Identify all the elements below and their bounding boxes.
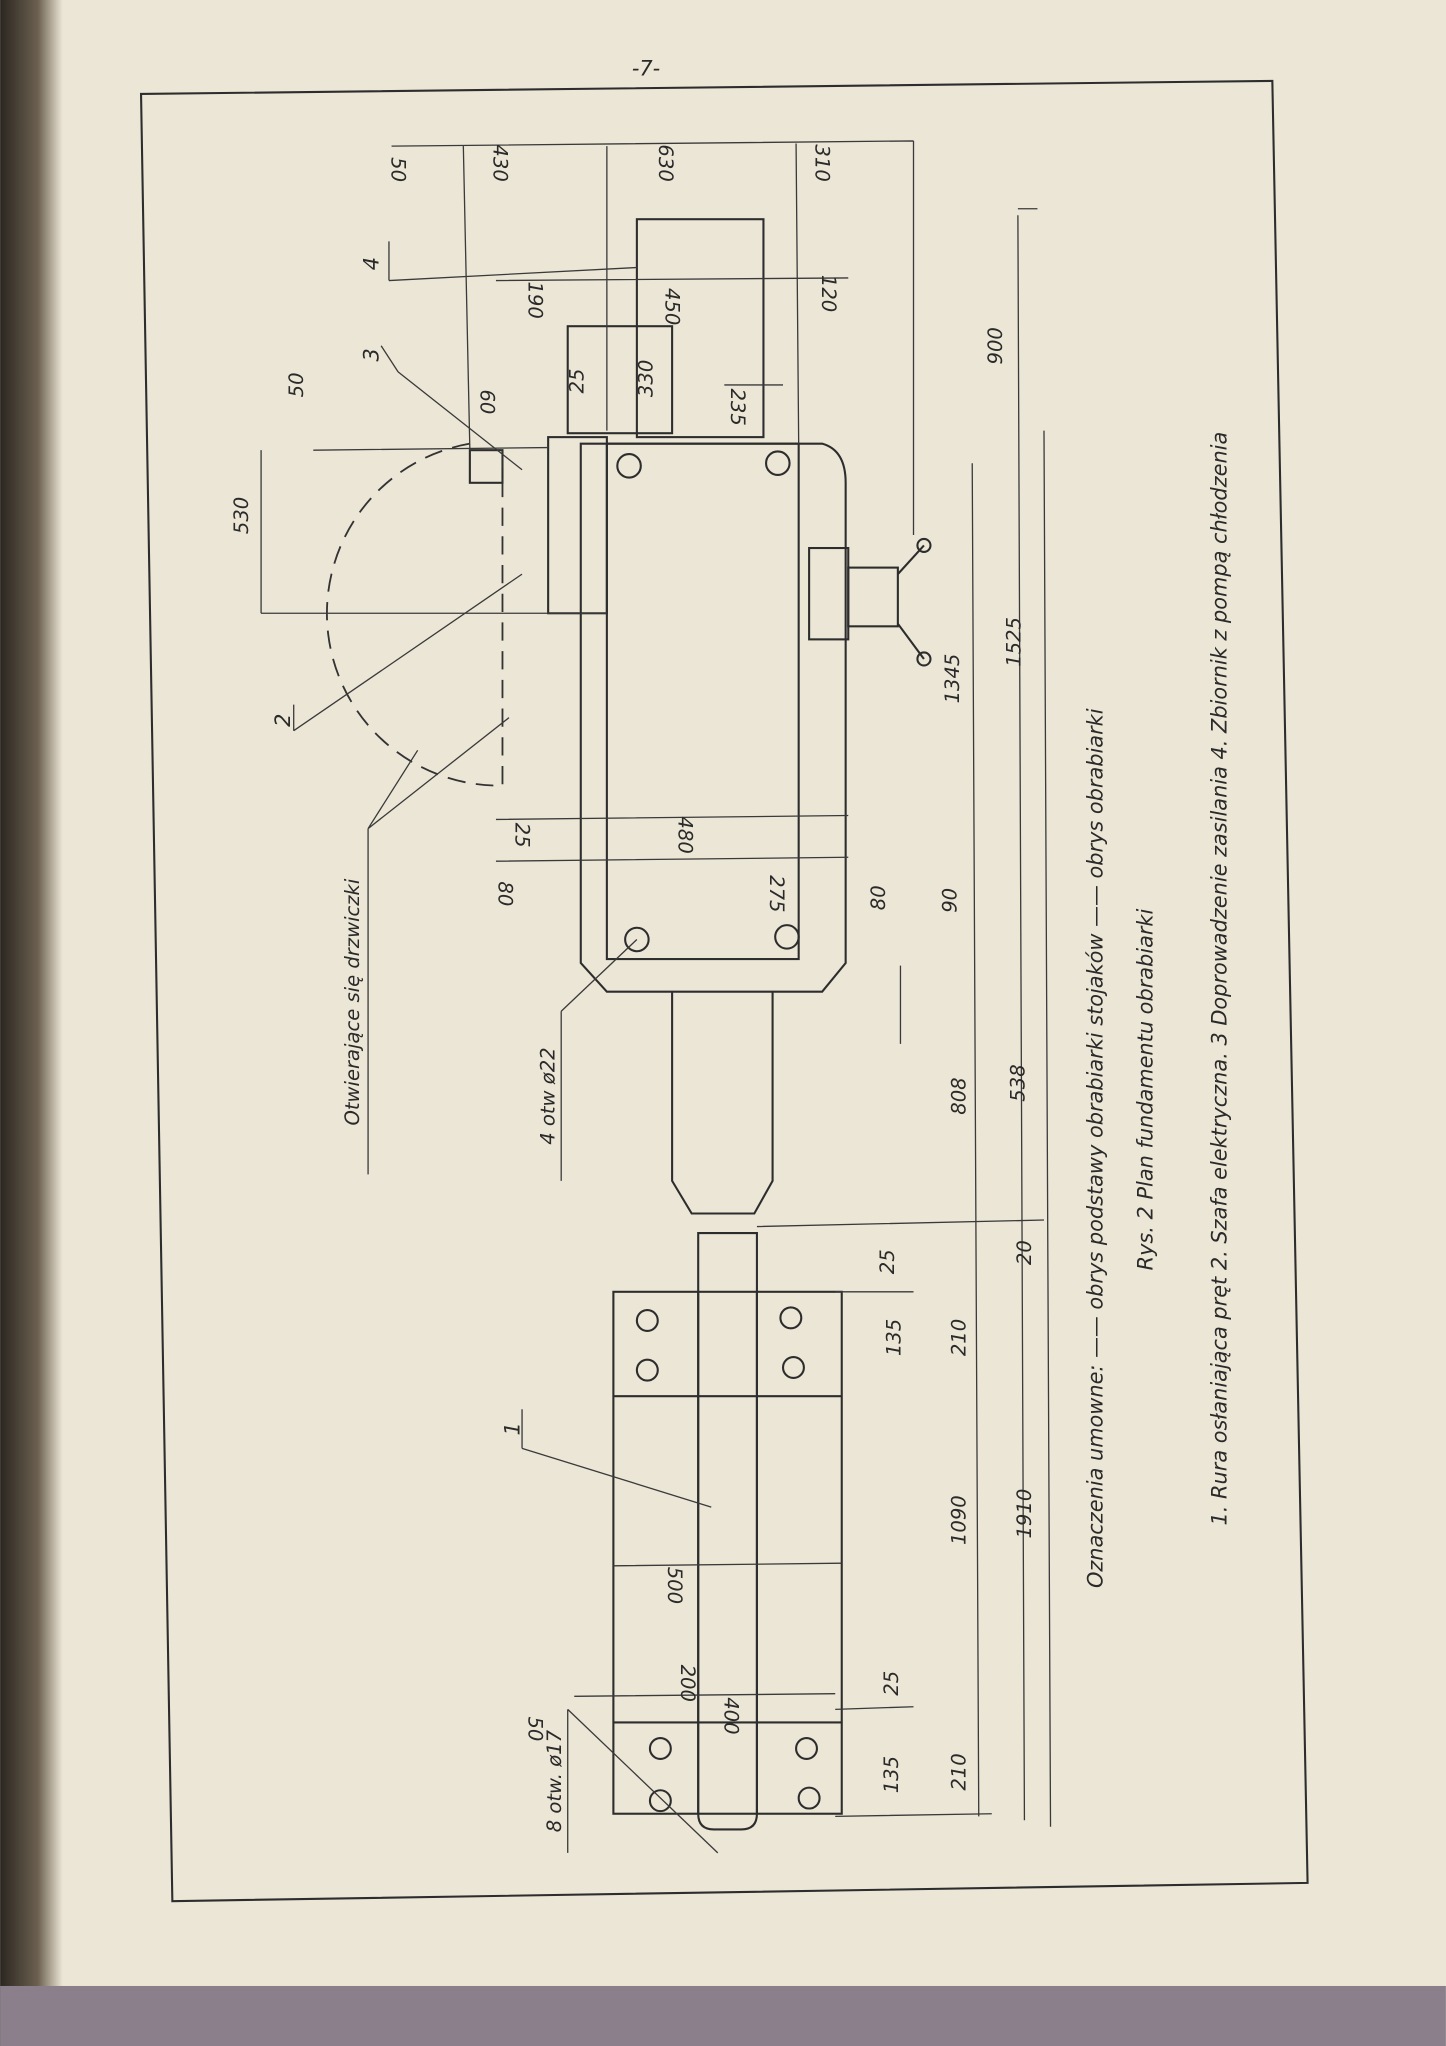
dimension-label: 900 bbox=[984, 327, 1007, 364]
dimension-label: 400 bbox=[719, 1697, 742, 1734]
dimension-label: 50 bbox=[387, 157, 410, 182]
dimension-label: 25 bbox=[511, 823, 534, 848]
legend-line: Oznaczenia umowne: —— obrys podstawy obr… bbox=[1084, 708, 1108, 1588]
dimension-label: 25 bbox=[565, 369, 588, 394]
anchor-holes-22 bbox=[616, 450, 800, 953]
holes-22-label: 4 otw ø22 bbox=[537, 1047, 560, 1144]
dimension-label: 1090 bbox=[948, 1495, 971, 1545]
dimension-label: 25 bbox=[876, 1249, 899, 1274]
leader-lines bbox=[293, 241, 719, 1854]
dimension-label: 1345 bbox=[941, 654, 964, 704]
dimension-label: 1910 bbox=[1013, 1489, 1036, 1539]
dimension-label: 200 bbox=[676, 1665, 699, 1702]
holes-17-label: 8 otw. ø17 bbox=[543, 1729, 566, 1832]
machine-outline bbox=[468, 218, 932, 1215]
dimension-label: 630 bbox=[654, 144, 677, 181]
dimension-label: 430 bbox=[488, 144, 511, 181]
bar-stand bbox=[612, 1232, 843, 1831]
dimension-lines bbox=[260, 140, 1052, 1827]
dimension-label: 500 bbox=[663, 1567, 686, 1604]
dimension-label: 480 bbox=[674, 816, 697, 853]
dimension-label: 808 bbox=[948, 1077, 971, 1114]
page-number: -7- bbox=[632, 57, 660, 81]
dimension-label: 275 bbox=[765, 875, 788, 912]
dimension-label: 80 bbox=[867, 885, 890, 910]
callout-4: 4 bbox=[360, 257, 384, 270]
pump bbox=[847, 566, 899, 628]
legend-items: 1. Rura osłaniająca pręt 2. Szafa elektr… bbox=[1208, 432, 1232, 1526]
bottom-strip bbox=[0, 1985, 1446, 2046]
dimension-label: 210 bbox=[948, 1753, 971, 1790]
dimension-label: 25 bbox=[880, 1671, 903, 1696]
dimension-label: 1525 bbox=[1003, 617, 1026, 667]
dimension-label: 60 bbox=[475, 389, 498, 414]
dimension-label: 80 bbox=[494, 881, 517, 906]
dimension-label: 330 bbox=[635, 360, 658, 397]
callout-2: 2 bbox=[271, 714, 295, 727]
dimension-label: 135 bbox=[882, 1319, 905, 1356]
anchor-holes-17 bbox=[635, 1306, 821, 1813]
dimension-label: 310 bbox=[811, 144, 834, 181]
dimension-label: 530 bbox=[230, 497, 253, 534]
page-binding bbox=[0, 0, 63, 2046]
dimension-label: 450 bbox=[661, 288, 684, 325]
dimension-label: 90 bbox=[939, 888, 962, 913]
dimension-label: 210 bbox=[948, 1319, 971, 1356]
dimension-label: 50 bbox=[524, 1716, 547, 1741]
dimension-label: 120 bbox=[817, 275, 840, 312]
dimension-label: 20 bbox=[1013, 1240, 1036, 1265]
coolant-tank bbox=[635, 218, 765, 439]
dimension-label: 135 bbox=[880, 1756, 903, 1793]
callout-3: 3 bbox=[360, 348, 384, 361]
callout-1: 1 bbox=[500, 1422, 524, 1435]
dimension-label: 235 bbox=[726, 388, 749, 425]
dimension-label: 50 bbox=[285, 372, 308, 397]
drawing-frame bbox=[139, 79, 1309, 1903]
dimension-label: 190 bbox=[524, 281, 547, 318]
figure-caption: Rys. 2 Plan fundamentu obrabiarki bbox=[1133, 908, 1157, 1270]
bar-guard-tube bbox=[697, 1232, 758, 1831]
door-label: Otwierające się drzwiczki bbox=[341, 878, 364, 1125]
dimension-label: 538 bbox=[1006, 1064, 1029, 1101]
